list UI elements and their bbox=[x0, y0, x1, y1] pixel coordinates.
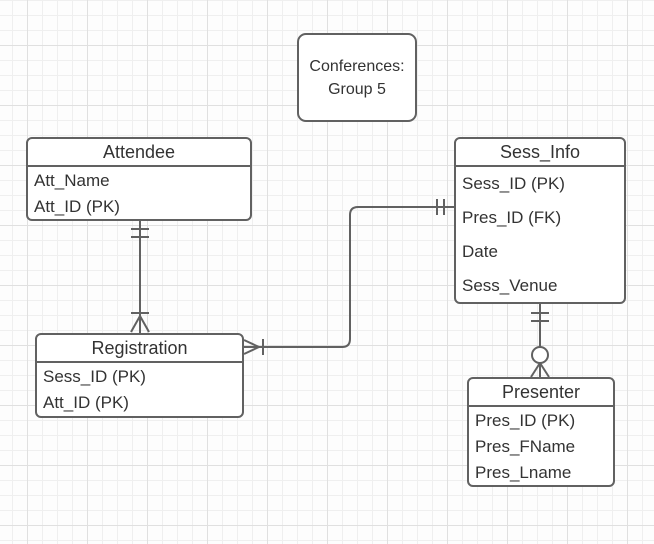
cardinality-one-and-only-one-icon bbox=[131, 228, 149, 238]
cardinality-zero-or-many-icon bbox=[530, 346, 550, 378]
connector-attendee-registration[interactable] bbox=[130, 221, 150, 333]
connector-line[interactable] bbox=[244, 206, 454, 348]
entity-presenter[interactable]: Presenter Pres_ID (PK) Pres_FName Pres_L… bbox=[467, 377, 615, 487]
entity-sess-info-field-sess-id[interactable]: Sess_ID (PK) bbox=[462, 174, 565, 194]
note-line2: Group 5 bbox=[328, 80, 386, 98]
entity-registration-title[interactable]: Registration bbox=[37, 335, 242, 363]
entity-registration[interactable]: Registration Sess_ID (PK) Att_ID (PK) bbox=[35, 333, 244, 418]
entity-sess-info[interactable]: Sess_Info Sess_ID (PK) Pres_ID (FK) Date… bbox=[454, 137, 626, 304]
cardinality-one-and-only-one-icon bbox=[531, 312, 549, 322]
entity-registration-field-sess-id[interactable]: Sess_ID (PK) bbox=[43, 366, 146, 386]
entity-presenter-field-pres-fname[interactable]: Pres_FName bbox=[475, 436, 576, 456]
entity-sess-info-title[interactable]: Sess_Info bbox=[456, 139, 624, 167]
entity-registration-field-att-id[interactable]: Att_ID (PK) bbox=[43, 393, 129, 413]
entity-attendee-field-att-name[interactable]: Att_Name bbox=[34, 170, 110, 190]
cardinality-one-or-many-icon bbox=[243, 339, 264, 355]
note-conferences-group[interactable]: Conferences: Group 5 bbox=[297, 33, 417, 122]
entity-presenter-title[interactable]: Presenter bbox=[469, 379, 613, 407]
cardinality-one-or-many-icon bbox=[130, 312, 150, 333]
entity-presenter-field-pres-id[interactable]: Pres_ID (PK) bbox=[475, 410, 576, 430]
entity-sess-info-field-sess-venue[interactable]: Sess_Venue bbox=[462, 275, 558, 295]
entity-sess-info-field-pres-id[interactable]: Pres_ID (FK) bbox=[462, 208, 562, 228]
entity-presenter-field-pres-lname[interactable]: Pres_Lname bbox=[475, 462, 572, 482]
connector-sessinfo-presenter[interactable] bbox=[530, 303, 550, 378]
note-line1: Conferences: bbox=[309, 57, 405, 75]
entity-sess-info-field-date[interactable]: Date bbox=[462, 241, 498, 261]
entity-attendee-title[interactable]: Attendee bbox=[28, 139, 250, 167]
connector-registration-sessinfo[interactable] bbox=[243, 199, 454, 355]
cardinality-one-and-only-one-icon bbox=[436, 199, 445, 215]
entity-attendee-field-att-id[interactable]: Att_ID (PK) bbox=[34, 196, 120, 216]
entity-attendee[interactable]: Attendee Att_Name Att_ID (PK) bbox=[26, 137, 252, 221]
